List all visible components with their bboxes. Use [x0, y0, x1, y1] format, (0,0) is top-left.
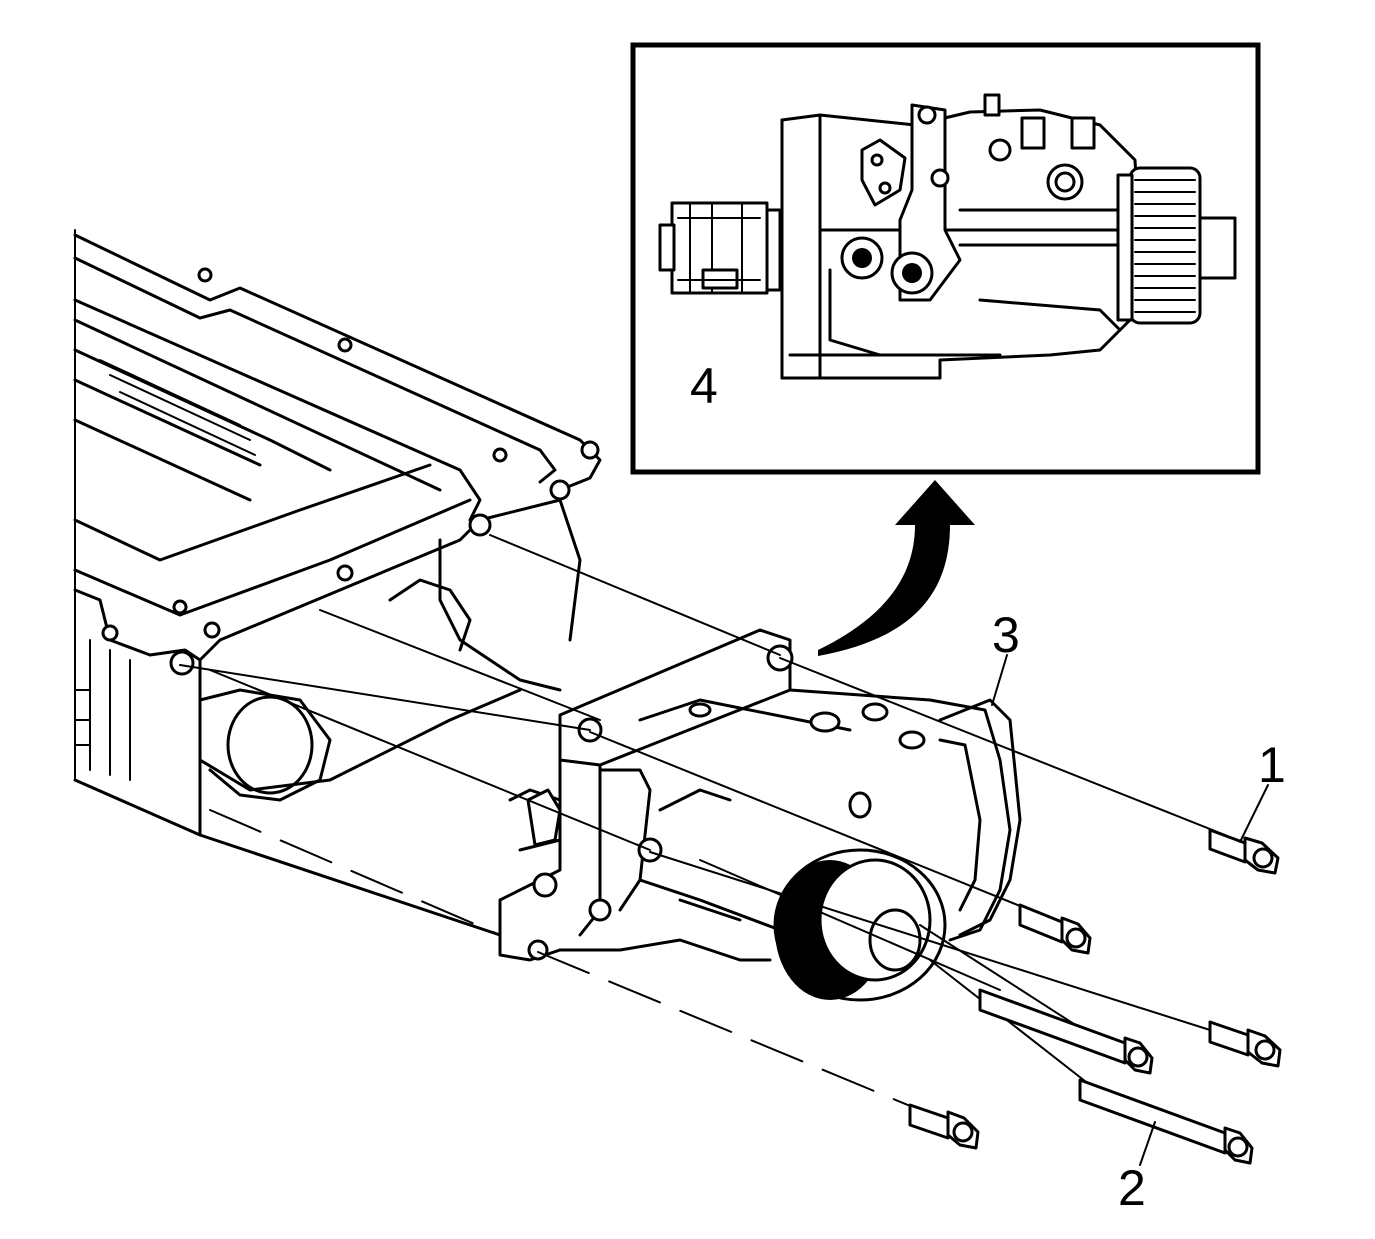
bolt-1-middle [1018, 903, 1092, 955]
inset-pulley [1116, 166, 1237, 325]
bolt-2-long-upper [978, 988, 1154, 1075]
bolt-1-bottom [908, 1103, 980, 1150]
ac-compressor [498, 628, 1022, 1002]
bolt-2-long-lower [1078, 1078, 1254, 1165]
inset-compressor [780, 93, 1142, 380]
bolt-1-lower [1208, 1020, 1282, 1068]
bolt-1-upper [1208, 828, 1280, 875]
callout-3: 3 [992, 607, 1020, 663]
detail-arrow [818, 480, 975, 656]
callout-2: 2 [1118, 1160, 1146, 1216]
pressure-sensor [658, 201, 782, 295]
engine-oil-pan [73, 229, 602, 937]
callout-1: 1 [1258, 737, 1286, 793]
inset-detail [630, 42, 1261, 475]
callout-4: 4 [690, 358, 718, 414]
alignment-lines [179, 534, 1226, 1111]
